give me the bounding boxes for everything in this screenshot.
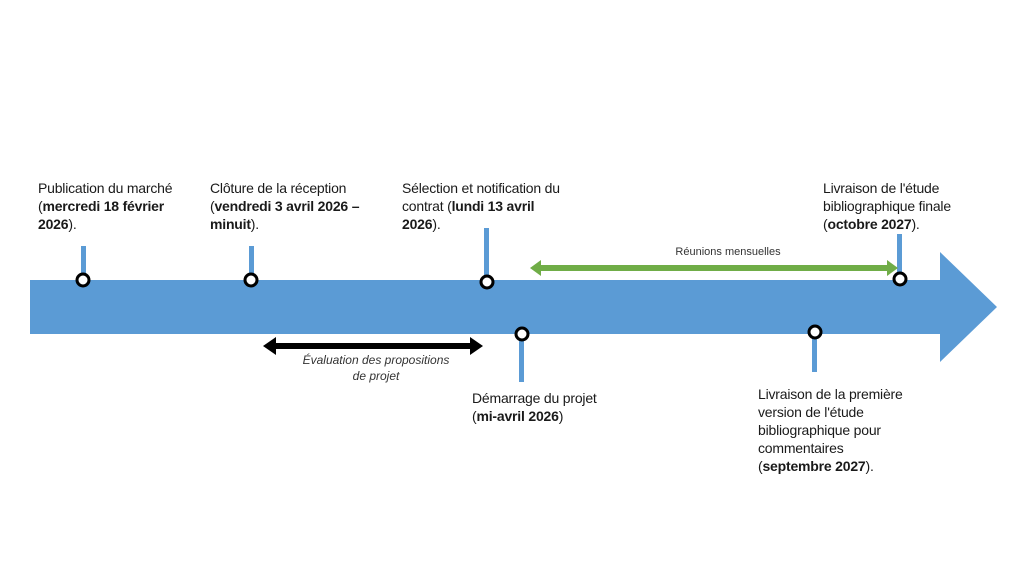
milestone-marker [479, 274, 495, 290]
label-text: Livraison de la première version de l'ét… [758, 386, 903, 456]
milestone-label-closing: Clôture de la réception (vendredi 3 avril… [210, 179, 365, 233]
label-text: Clôture de la réception [210, 180, 347, 196]
label-text: Livraison de l'étude bibliographique fin… [823, 180, 951, 214]
label-text: Démarrage du projet [472, 390, 597, 406]
evaluation-label-line: de projet [352, 369, 400, 383]
label-text: ). [250, 216, 259, 232]
label-text: ). [911, 216, 920, 232]
milestone-stem [81, 246, 86, 280]
label-text: ). [432, 216, 441, 232]
milestone-marker [807, 324, 823, 340]
meetings-label: Réunions mensuelles [675, 246, 781, 258]
milestone-marker [243, 272, 259, 288]
label-text: ( [472, 408, 477, 424]
milestone-stem [519, 334, 524, 382]
label-text: ) [558, 408, 564, 424]
label-text: Publication du marché [38, 180, 173, 196]
milestone-stem [897, 234, 902, 279]
milestone-label-publication: Publication du marché (mercredi 18 févrie… [38, 179, 198, 233]
label-text: ). [68, 216, 77, 232]
label-text: ( [38, 198, 43, 214]
milestone-marker [514, 326, 530, 342]
timeline-arrow [30, 252, 997, 362]
milestone-stem [249, 246, 254, 280]
milestone-stem [812, 332, 817, 372]
label-text: ). [865, 458, 874, 474]
label-date: octobre 2027 [827, 216, 912, 232]
milestone-label-first-version: Livraison de la première version de l'ét… [758, 385, 903, 475]
label-text: ( [823, 216, 828, 232]
milestone-label-start: Démarrage du projet (mi-avril 2026) [472, 389, 632, 425]
milestone-marker [75, 272, 91, 288]
meetings-period-arrow [530, 260, 898, 276]
milestone-marker [892, 271, 908, 287]
label-date: vendredi 3 avril 2026 – minuit [210, 198, 360, 232]
label-text: ( [758, 458, 763, 474]
milestone-label-final: Livraison de l'étude bibliographique fin… [823, 179, 973, 233]
evaluation-label: Évaluation des propositions de projet [276, 352, 476, 384]
label-date: mercredi 18 février 2026 [38, 198, 164, 232]
milestone-label-selection: Sélection et notification du contrat (lu… [402, 179, 572, 233]
label-date: lundi 13 avril 2026 [402, 198, 535, 232]
label-date: mi-avril 2026 [476, 408, 559, 424]
label-text: Sélection et notification du contrat ( [402, 180, 560, 214]
milestone-stem [484, 228, 489, 282]
label-text: ( [210, 198, 215, 214]
label-date: septembre 2027 [762, 458, 866, 474]
evaluation-label-line: Évaluation des propositions [302, 353, 450, 367]
evaluation-period-arrow [263, 337, 483, 355]
